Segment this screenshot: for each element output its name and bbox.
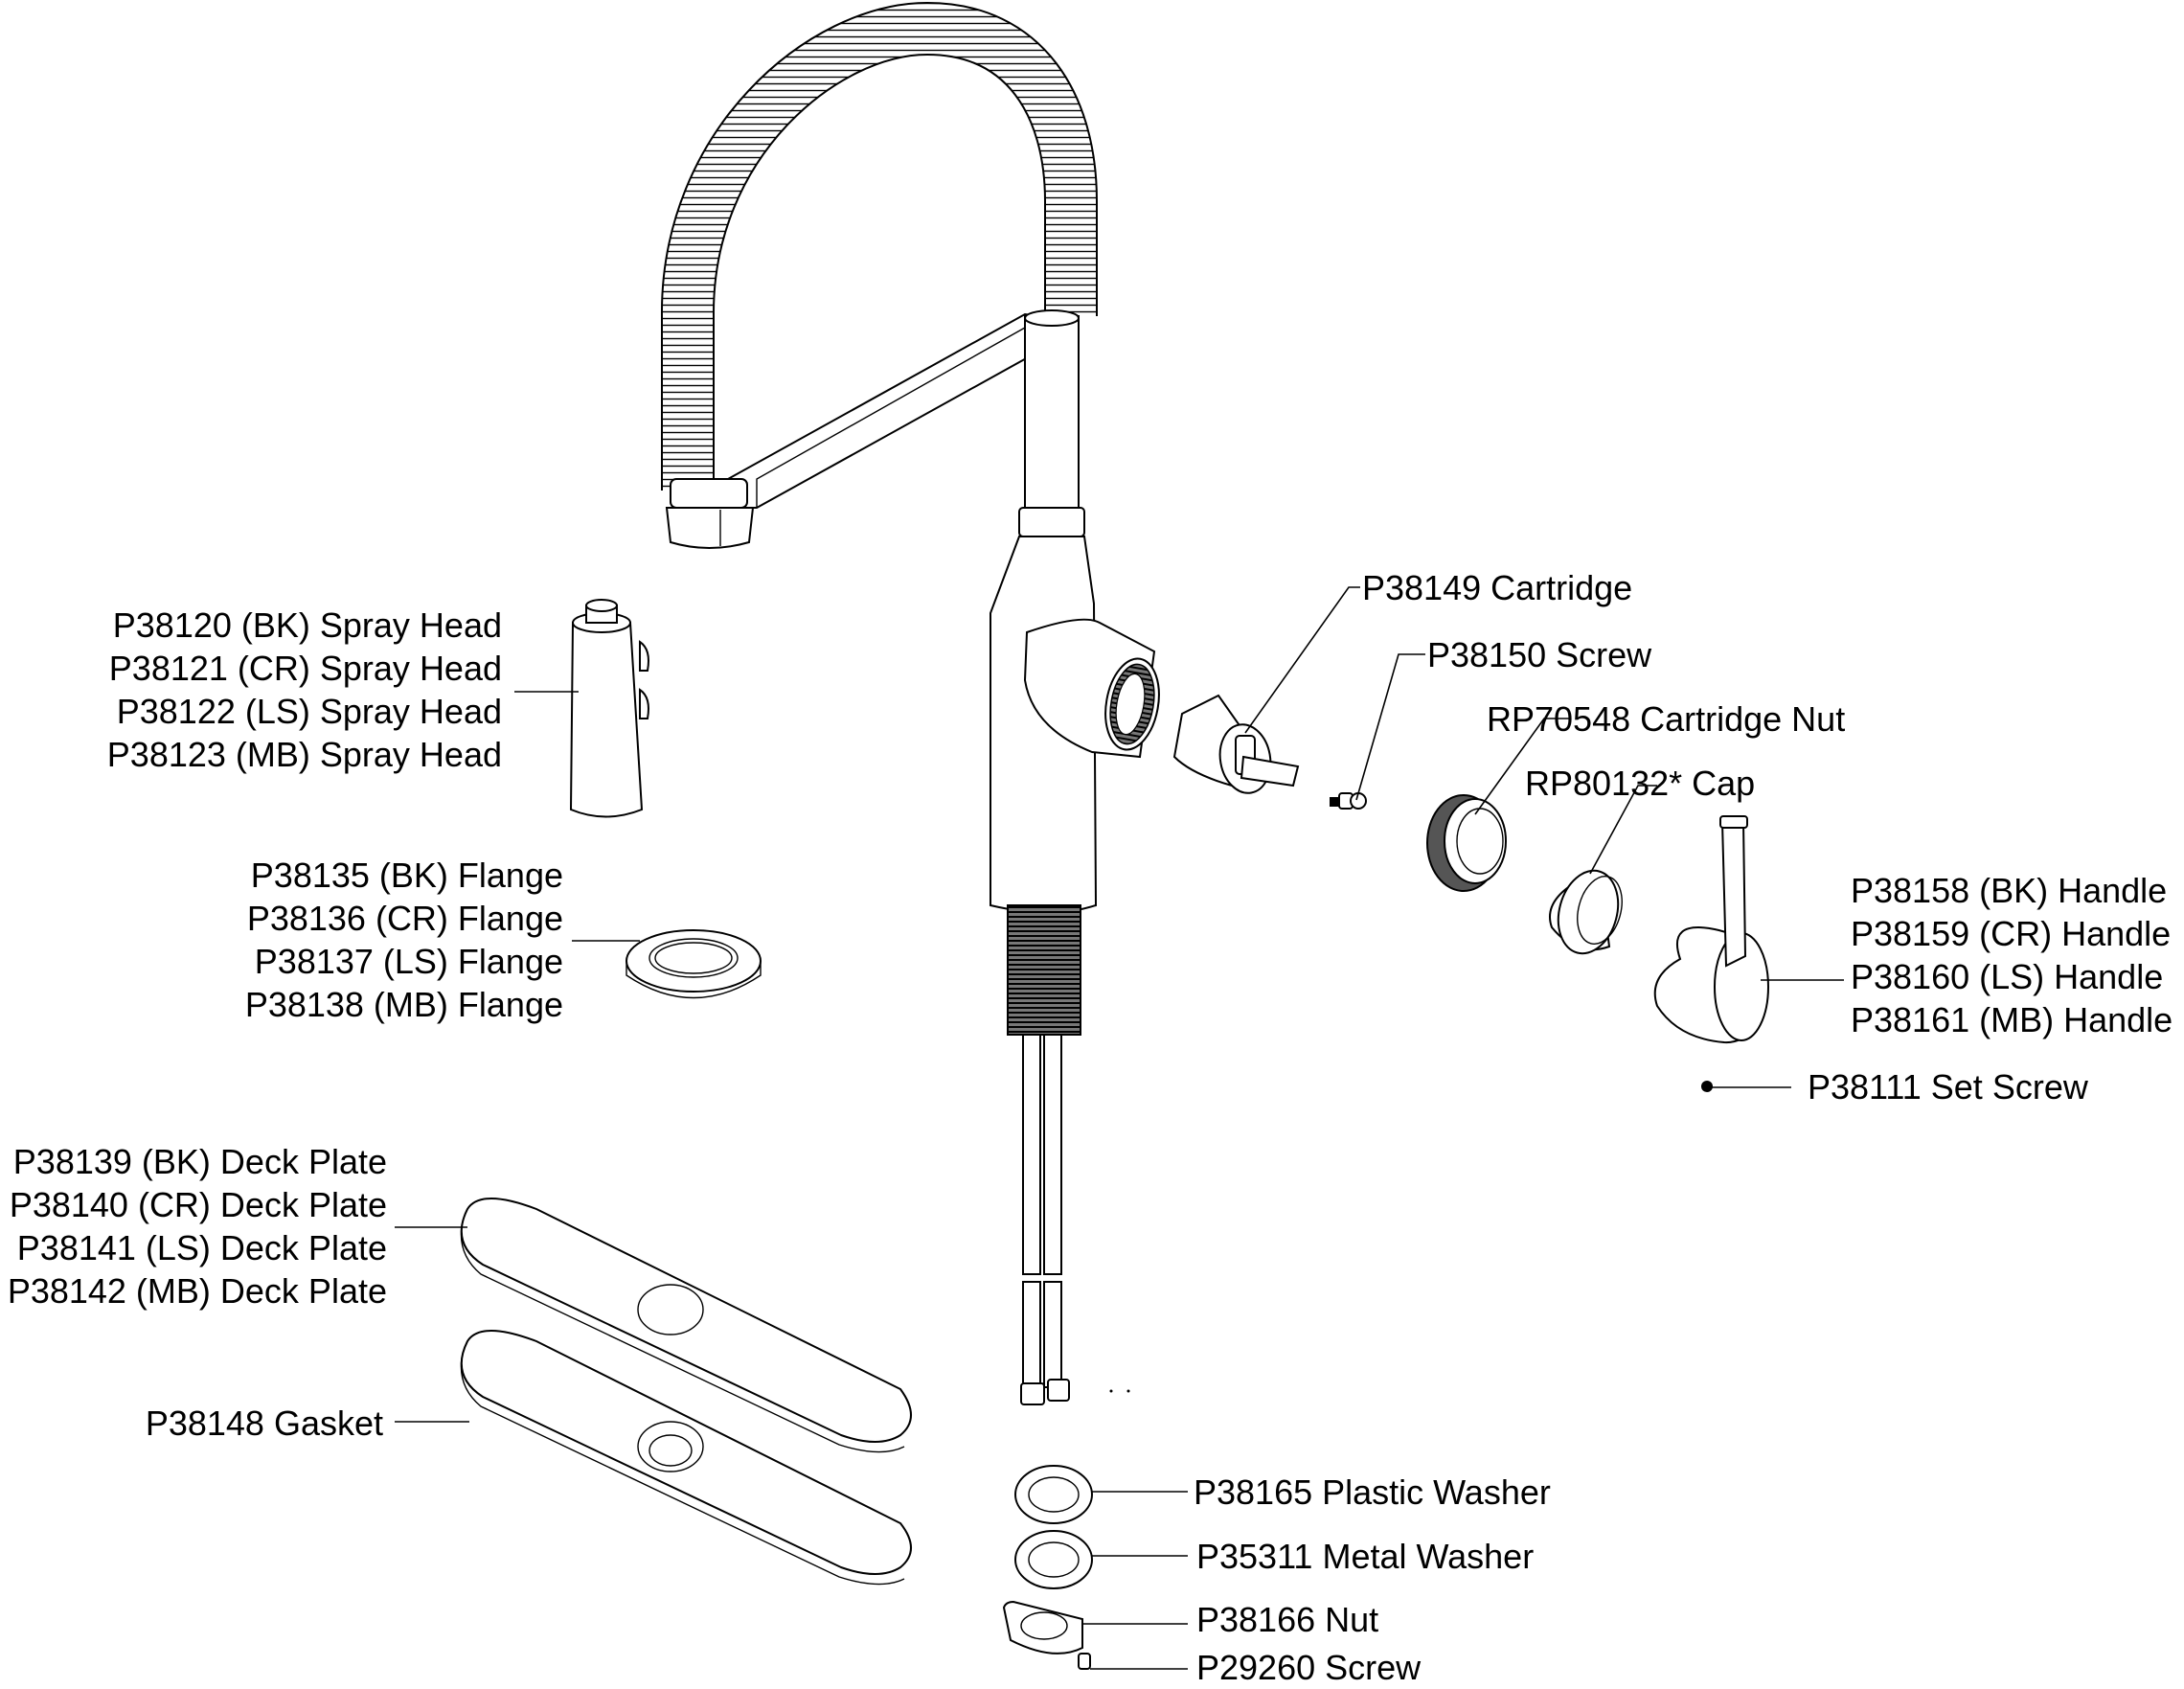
spray-hose <box>660 1 1098 491</box>
plastic-washer-label: P38165 Plastic Washer <box>1194 1472 1551 1512</box>
handle-label: P38159 (CR) Handle <box>1851 914 2172 953</box>
flange-callout: P38135 (BK) Flange P38136 (CR) Flange P3… <box>245 854 563 1026</box>
set-screw-part <box>1701 1081 1713 1092</box>
deck-plate-label: P38140 (CR) Deck Plate <box>9 1185 387 1224</box>
flange-label: P38136 (CR) Flange <box>246 899 563 938</box>
deck-plate-label: P38141 (LS) Deck Plate <box>16 1228 387 1267</box>
handle-label: P38158 (BK) Handle <box>1851 871 2168 910</box>
cartridge-part <box>1172 694 1300 794</box>
spray-dock <box>665 478 755 549</box>
flange-label: P38135 (BK) Flange <box>250 856 563 895</box>
faucet-body <box>990 309 1160 1036</box>
spray-head-part <box>569 599 649 818</box>
set-screw-label: P38111 Set Screw <box>1808 1067 2088 1107</box>
screw-label: P38150 Screw <box>1427 635 1652 674</box>
cartridge-nut-part <box>1426 794 1507 892</box>
leader-lines <box>395 586 1844 1670</box>
cartridge-label: P38149 Cartridge <box>1362 568 1633 607</box>
metal-washer-part <box>1014 1530 1093 1589</box>
handle-callout: P38158 (BK) Handle P38159 (CR) Handle P3… <box>1851 869 2173 1041</box>
flange-label: P38137 (LS) Flange <box>254 942 563 981</box>
spray-head-label: P38122 (LS) Spray Head <box>116 692 502 731</box>
supply-lines <box>1020 1034 1130 1405</box>
spray-head-callout: P38120 (BK) Spray Head P38121 (CR) Spray… <box>107 604 502 776</box>
cap-label: RP80132* Cap <box>1525 764 1756 803</box>
cartridge-nut-label: RP70548 Cartridge Nut <box>1487 699 1846 739</box>
spray-head-label: P38120 (BK) Spray Head <box>112 605 502 645</box>
mounting-nut-part <box>1002 1600 1091 1670</box>
deck-plate-label: P38139 (BK) Deck Plate <box>12 1142 387 1181</box>
nut-label: P38166 Nut <box>1196 1600 1379 1639</box>
spray-head-label: P38121 (CR) Spray Head <box>108 649 502 688</box>
deck-plate-label: P38142 (MB) Deck Plate <box>7 1271 387 1311</box>
gasket-part <box>460 1330 912 1586</box>
spray-arm <box>727 312 1040 509</box>
cap-part <box>1549 869 1623 955</box>
mount-screw-label: P29260 Screw <box>1196 1648 1422 1687</box>
flange-label: P38138 (MB) Flange <box>244 985 563 1024</box>
spray-head-label: P38123 (MB) Spray Head <box>106 735 502 774</box>
gasket-label: P38148 Gasket <box>145 1404 383 1443</box>
handle-label: P38160 (LS) Handle <box>1851 957 2164 996</box>
cartridge-screw-part <box>1330 792 1367 810</box>
flange-part <box>626 929 762 999</box>
handle-label: P38161 (MB) Handle <box>1851 1000 2173 1039</box>
handle-part <box>1653 815 1769 1044</box>
deck-plate-part <box>460 1198 912 1453</box>
metal-washer-label: P35311 Metal Washer <box>1196 1537 1535 1576</box>
deck-plate-callout: P38139 (BK) Deck Plate P38140 (CR) Deck … <box>8 1140 387 1312</box>
plastic-washer-part <box>1014 1465 1093 1524</box>
